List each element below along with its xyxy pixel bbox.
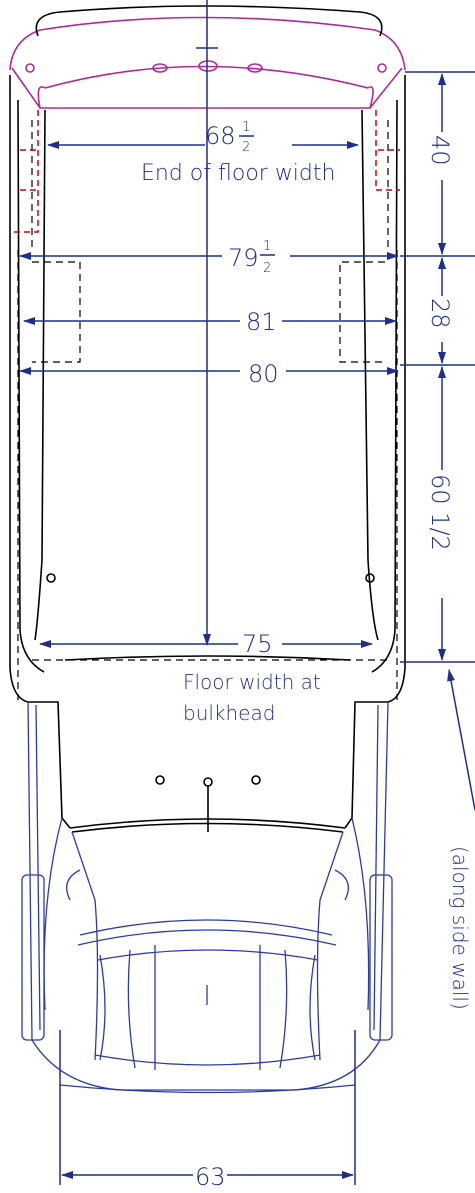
hidden-outlines xyxy=(17,120,398,700)
dim-68-whole: 68 xyxy=(205,122,236,150)
dim-75-value: 75 xyxy=(242,630,273,658)
dim-80-value: 80 xyxy=(248,360,279,388)
dim-28-value: 28 xyxy=(426,298,454,329)
dim-79-frac-num: 1 xyxy=(263,239,271,254)
along-side-wall-leader xyxy=(447,669,475,811)
dim-79-frac-den: 2 xyxy=(263,261,271,276)
rear-cap xyxy=(9,16,406,109)
dim-63 xyxy=(59,1030,356,1185)
dim-68-frac-den: 2 xyxy=(242,140,250,155)
right-extension-lines xyxy=(400,71,475,663)
red-hidden-markers xyxy=(14,110,400,233)
cab-outline xyxy=(21,701,393,1094)
dim-60-value: 60 1/2 xyxy=(426,474,454,551)
dim-79-whole: 79 xyxy=(228,244,259,272)
end-of-floor-width-label: End of floor width xyxy=(141,161,335,186)
dim-40-value: 40 xyxy=(426,135,454,166)
along-side-wall-label: (along side wall) xyxy=(448,846,472,1010)
floor-width-at-label: Floor width at xyxy=(183,670,321,694)
bulkhead-label: bulkhead xyxy=(183,701,275,725)
dim-68-frac-num: 1 xyxy=(242,120,250,135)
dim-81-value: 81 xyxy=(246,308,277,336)
dim-63-value: 63 xyxy=(195,1163,226,1191)
